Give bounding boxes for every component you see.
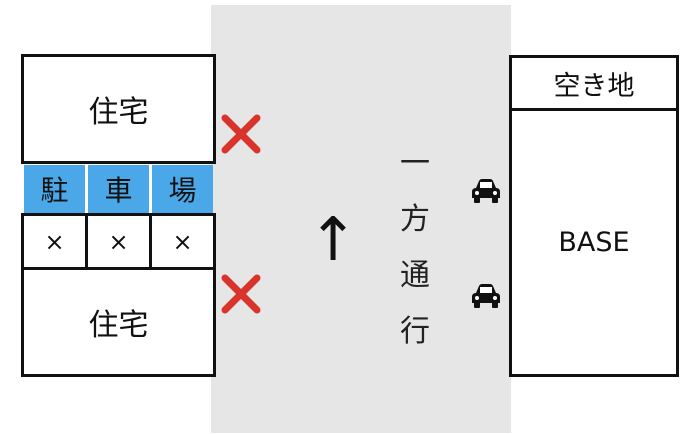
red-cross-icon	[221, 274, 261, 314]
house-top-label: 住宅	[88, 95, 149, 130]
parking-cell-1: 駐	[24, 165, 85, 213]
one-way-char-1: 一	[400, 146, 430, 181]
base-label: BASE	[558, 227, 630, 258]
vacant-lot-label: 空き地	[553, 70, 635, 102]
one-way-arrow: ↑	[308, 205, 359, 275]
one-way-char-3: 通	[400, 258, 430, 293]
one-way-label: 一 方 通 行	[393, 136, 437, 360]
one-way-char-4: 行	[400, 314, 430, 349]
base-building: BASE	[509, 108, 679, 377]
house-bottom: 住宅	[21, 267, 216, 377]
parking-cell-2: 車	[88, 165, 149, 213]
no-parking-mark-2: ×	[108, 227, 129, 256]
car-icon	[472, 179, 500, 203]
no-parking-mark-1: ×	[44, 227, 65, 256]
car-icon	[472, 284, 500, 308]
house-top: 住宅	[21, 54, 216, 164]
parking-cell-3: 場	[152, 165, 213, 213]
red-cross-icon	[221, 114, 261, 154]
one-way-road	[211, 5, 511, 433]
no-parking-cell-2: ×	[85, 213, 152, 270]
no-parking-cell-3: ×	[149, 213, 216, 270]
parking-label-2: 車	[104, 174, 133, 207]
no-parking-cell-1: ×	[21, 213, 88, 270]
parking-label-1: 駐	[40, 174, 69, 207]
parking-label-3: 場	[168, 174, 197, 207]
one-way-char-2: 方	[400, 202, 430, 237]
vacant-lot: 空き地	[509, 55, 679, 111]
no-parking-mark-3: ×	[172, 227, 193, 256]
house-bottom-label: 住宅	[88, 308, 149, 343]
